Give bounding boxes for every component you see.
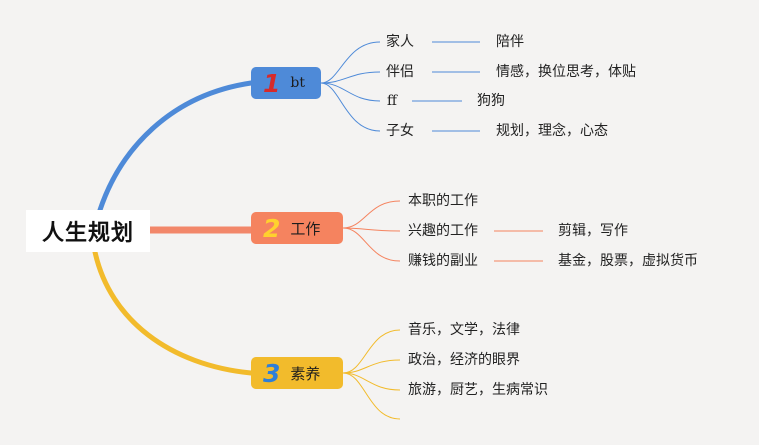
subtopic-side-income[interactable]: 赚钱的副业 — [408, 253, 478, 269]
branch-label-2: 工作 — [290, 219, 321, 238]
subtopic-partner[interactable]: 伴侣 — [386, 64, 414, 80]
root-topic[interactable]: 人生规划 — [26, 210, 150, 252]
branch-number-3: 3 — [263, 358, 281, 388]
branch-2-connectors — [342, 200, 543, 262]
subtopic-children[interactable]: 子女 — [386, 123, 414, 139]
connector-root-branch-1 — [97, 80, 254, 213]
branch-3-connectors — [342, 329, 401, 420]
detail-family[interactable]: 陪伴 — [496, 34, 524, 50]
branch-label-1: bt — [290, 75, 305, 91]
detail-interest-job[interactable]: 剪辑，写作 — [558, 223, 628, 239]
detail-children[interactable]: 规划，理念，心态 — [496, 123, 608, 139]
branch-topic-2[interactable]: 2 工作 — [251, 212, 343, 244]
branch-topic-3[interactable]: 3 素养 — [251, 357, 343, 389]
branch-label-3: 素养 — [290, 364, 321, 383]
branch-number-1: 1 — [263, 68, 281, 98]
subtopic-life-skills[interactable]: 旅游，厨艺，生病常识 — [408, 382, 548, 398]
detail-partner[interactable]: 情感，换位思考，体贴 — [496, 64, 636, 80]
connector-root-branch-3 — [92, 249, 254, 376]
branch-1-connectors — [320, 41, 480, 132]
subtopic-ff[interactable]: ff — [387, 93, 397, 109]
detail-ff[interactable]: 狗狗 — [477, 93, 505, 109]
subtopic-main-job[interactable]: 本职的工作 — [408, 193, 478, 209]
subtopic-vision[interactable]: 政治，经济的眼界 — [408, 352, 520, 368]
subtopic-family[interactable]: 家人 — [386, 34, 414, 50]
subtopic-culture[interactable]: 音乐，文学，法律 — [408, 322, 520, 338]
detail-side-income[interactable]: 基金，股票，虚拟货币 — [558, 253, 698, 269]
branch-topic-1[interactable]: 1 bt — [251, 67, 321, 99]
branch-number-2: 2 — [263, 213, 281, 243]
subtopic-interest-job[interactable]: 兴趣的工作 — [408, 223, 478, 239]
